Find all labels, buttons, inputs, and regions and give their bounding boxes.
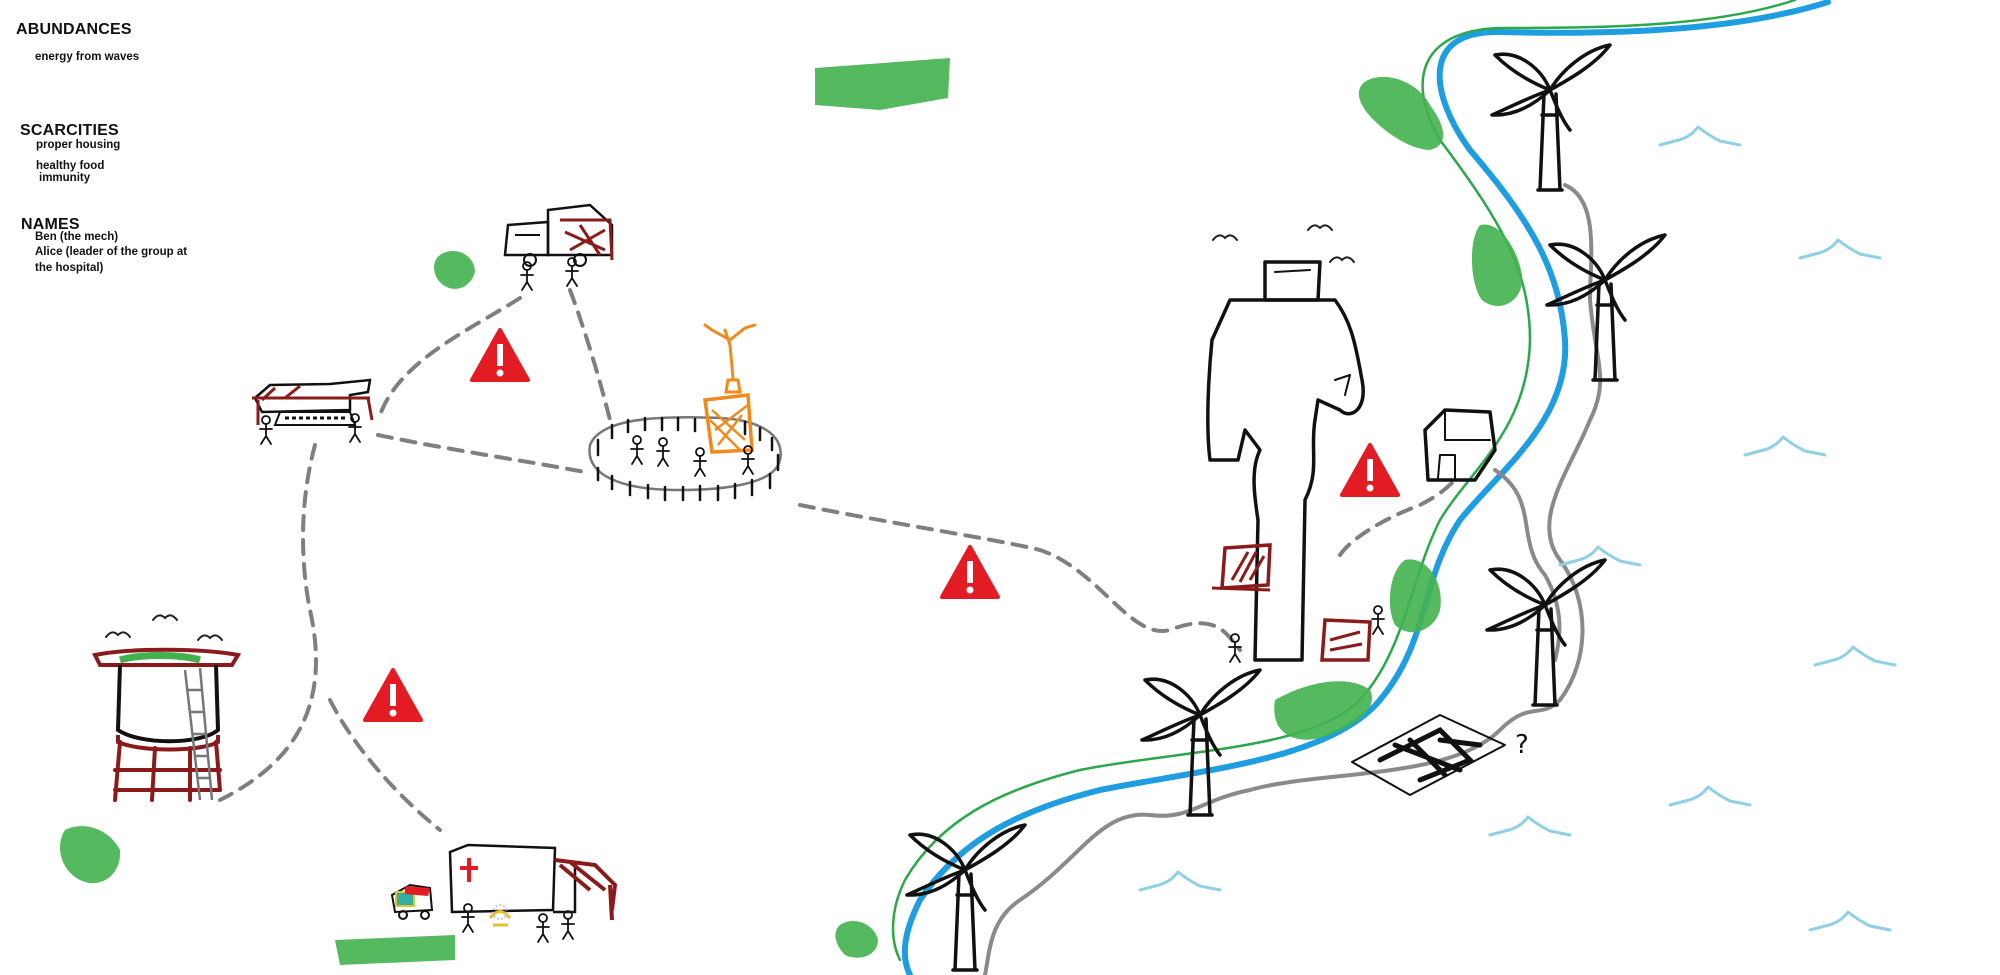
abundances-heading: ABUNDANCES — [16, 21, 132, 38]
dashed-roads — [218, 288, 1457, 832]
names-heading: NAMES — [21, 216, 80, 233]
scarcity-item: proper housing — [36, 139, 121, 151]
small-hut — [1423, 408, 1497, 482]
water-tower-icon — [92, 647, 242, 802]
tank-camp — [252, 378, 374, 445]
scarcity-item: healthy food — [36, 160, 105, 172]
mech-shelters — [1211, 543, 1385, 663]
scarcities-heading: SCARCITIES — [20, 122, 119, 139]
question-mark: ? — [1515, 730, 1529, 760]
sea-waves — [1138, 125, 1897, 932]
name-item: Ben (the mech) — [35, 231, 119, 243]
name-item: Alice (leader of the group at — [35, 246, 188, 258]
hospital — [390, 843, 618, 943]
scarcity-item: immunity — [39, 172, 91, 184]
hospital-cross-icon — [460, 858, 478, 882]
giant-mech-ben — [1206, 260, 1365, 662]
bush-icon — [60, 58, 1523, 965]
riverbank-line — [891, 0, 1797, 962]
name-item: the hospital) — [35, 262, 104, 274]
warning-icon — [363, 328, 1400, 722]
river — [901, 0, 1831, 975]
wrecked-structure — [1351, 714, 1506, 796]
truck-camp — [503, 203, 614, 291]
abundance-item: energy from waves — [35, 51, 140, 63]
bird-icon — [105, 224, 1355, 641]
statue-enclosure — [588, 323, 782, 502]
